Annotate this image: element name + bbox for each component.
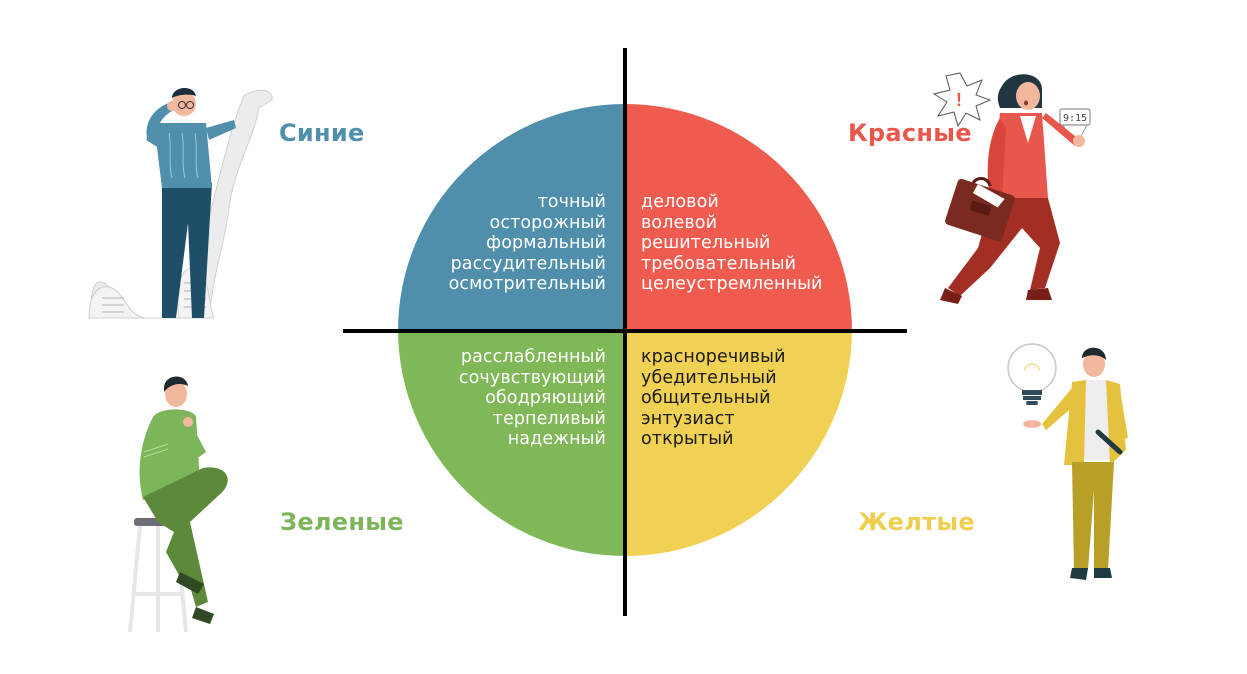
trait: осторожный [489, 212, 606, 233]
trait: красноречивый [641, 347, 786, 367]
trait: осмотрительный [448, 274, 606, 295]
trait: волевой [641, 212, 718, 233]
trait: целеустремленный [641, 274, 823, 295]
trait: рассудительный [450, 253, 606, 274]
trait: точный [537, 192, 606, 212]
blue-quadrant [398, 104, 625, 331]
trait: требовательный [641, 253, 797, 274]
trait: энтузиаст [641, 408, 735, 429]
thinking-man-on-stool-icon [128, 376, 228, 633]
running-woman-with-briefcase-icon: ! 9:15 [932, 72, 1091, 304]
man-with-long-list-icon [88, 87, 273, 319]
blue-traits-list: точный осторожный формальный рассудитель… [449, 192, 606, 295]
trait: общительный [641, 388, 771, 409]
yellow-traits-list: красноречивый убедительный общительный э… [641, 347, 786, 450]
yellow-group-label: Желтые [858, 508, 975, 536]
alert-mark: ! [956, 90, 962, 110]
yellow-quadrant [625, 331, 852, 556]
alert-burst-icon [932, 72, 992, 128]
trait: ободряющий [485, 388, 606, 409]
trait: убедительный [641, 367, 777, 388]
red-traits-list: деловой волевой решительный требовательн… [641, 192, 823, 295]
trait: надежный [507, 429, 606, 450]
trait: деловой [641, 192, 719, 212]
green-group-label: Зеленые [280, 508, 404, 536]
trait: решительный [641, 233, 771, 254]
clock-time: 9:15 [1063, 113, 1087, 124]
blue-group-label: Синие [279, 119, 365, 147]
trait: терпеливый [492, 408, 606, 429]
trait: сочувствующий [458, 367, 606, 388]
trait: расслабленный [460, 347, 606, 367]
trait: открытый [641, 429, 734, 450]
trait: формальный [486, 233, 606, 254]
green-traits-list: расслабленный сочувствующий ободряющий т… [459, 347, 606, 450]
green-quadrant [398, 331, 625, 556]
red-group-label: Красные [848, 119, 972, 147]
red-quadrant [625, 104, 852, 331]
man-with-lightbulb-icon [1007, 343, 1128, 580]
